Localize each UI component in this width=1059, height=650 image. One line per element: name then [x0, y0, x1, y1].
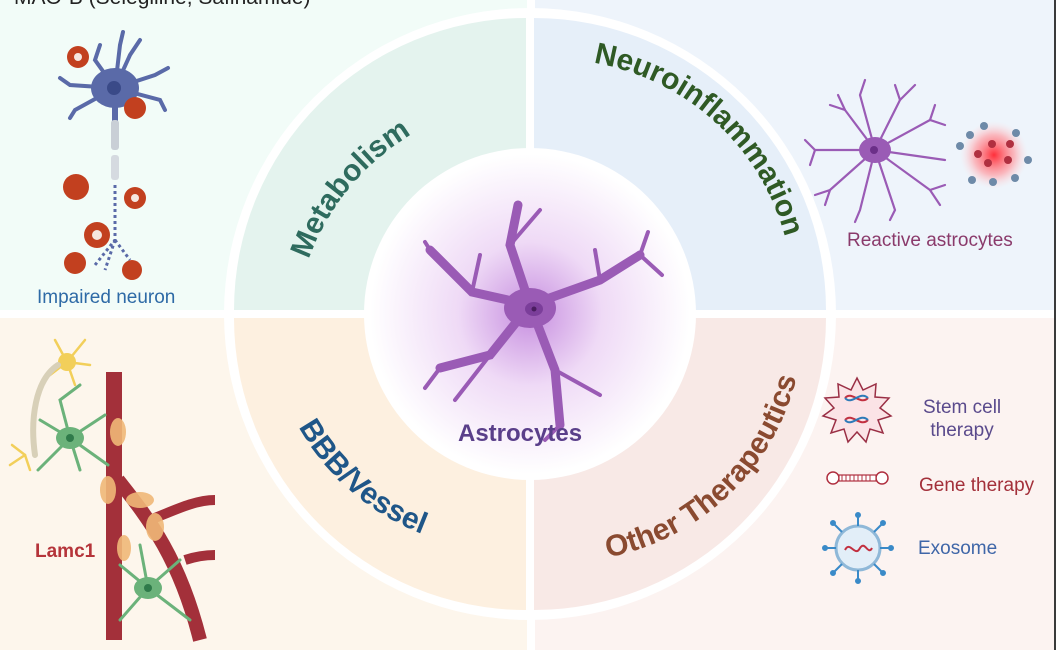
reactive-astrocytes-label: Reactive astrocytes [847, 230, 1013, 251]
blood-vessel-icon [8, 338, 216, 642]
header-text: ▪MAO-B (Selegiline, Safinamide) [0, 0, 310, 10]
inflammation-glow [960, 121, 1028, 189]
astrocyte-icon [423, 200, 664, 442]
center-astrocytes-label: Astrocytes [458, 420, 583, 447]
exosome-label: Exosome [918, 538, 998, 559]
exosome-icon [822, 512, 894, 584]
stem-cell-therapy-line2: therapy [930, 420, 994, 441]
lamc1-label: Lamc1 [35, 541, 96, 562]
impaired-neuron-label: Impaired neuron [37, 287, 176, 308]
stem-cell-therapy-line1: Stem cell [923, 397, 1002, 418]
window-edge-divider [1054, 0, 1056, 650]
header-label: MAO-B (Selegiline, Safinamide) [14, 0, 310, 9]
gene-therapy-label: Gene therapy [919, 475, 1035, 496]
bullet-icon: ▪ [0, 0, 14, 4]
stem-cell-icon [821, 376, 893, 444]
impaired-neuron-icon [58, 30, 170, 280]
gene-therapy-icon [826, 471, 889, 485]
stem-cell-therapy-label: Stem cell therapy [923, 396, 1001, 442]
reactive-astrocyte-icon [803, 78, 1032, 224]
